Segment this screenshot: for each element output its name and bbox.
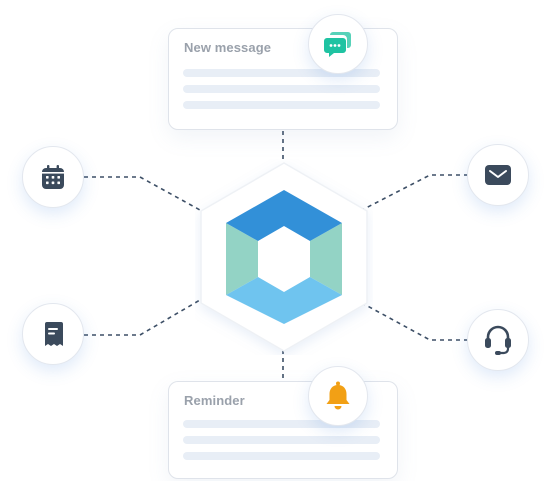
reminder-title: Reminder [184, 393, 245, 408]
connector-right-bottom [361, 302, 468, 341]
calendar-icon [42, 165, 64, 189]
new-message-title: New message [184, 40, 272, 55]
placeholder-line [183, 69, 380, 77]
receipt-icon [45, 322, 63, 346]
chat-bubbles-icon [324, 32, 351, 57]
headset-icon [485, 325, 511, 355]
bell-icon [326, 381, 350, 410]
envelope-icon [485, 165, 511, 185]
placeholder-line [183, 420, 380, 428]
headset-icon-badge [467, 309, 529, 371]
connector-left-top [84, 176, 201, 211]
calendar-icon-badge [22, 146, 84, 208]
connector-left-bottom [84, 299, 201, 336]
envelope-icon-badge [467, 144, 529, 206]
placeholder-line [183, 101, 380, 109]
hexagon-logo-icon [226, 190, 342, 324]
chat-icon-badge [308, 14, 368, 74]
connector-right-top [361, 174, 468, 211]
placeholder-line [183, 85, 380, 93]
bell-icon-badge [308, 366, 368, 426]
reminder-card: Reminder [168, 381, 398, 479]
placeholder-line [183, 436, 380, 444]
receipt-icon-badge [22, 303, 84, 365]
placeholder-line [183, 452, 380, 460]
central-hexagon [200, 162, 368, 352]
